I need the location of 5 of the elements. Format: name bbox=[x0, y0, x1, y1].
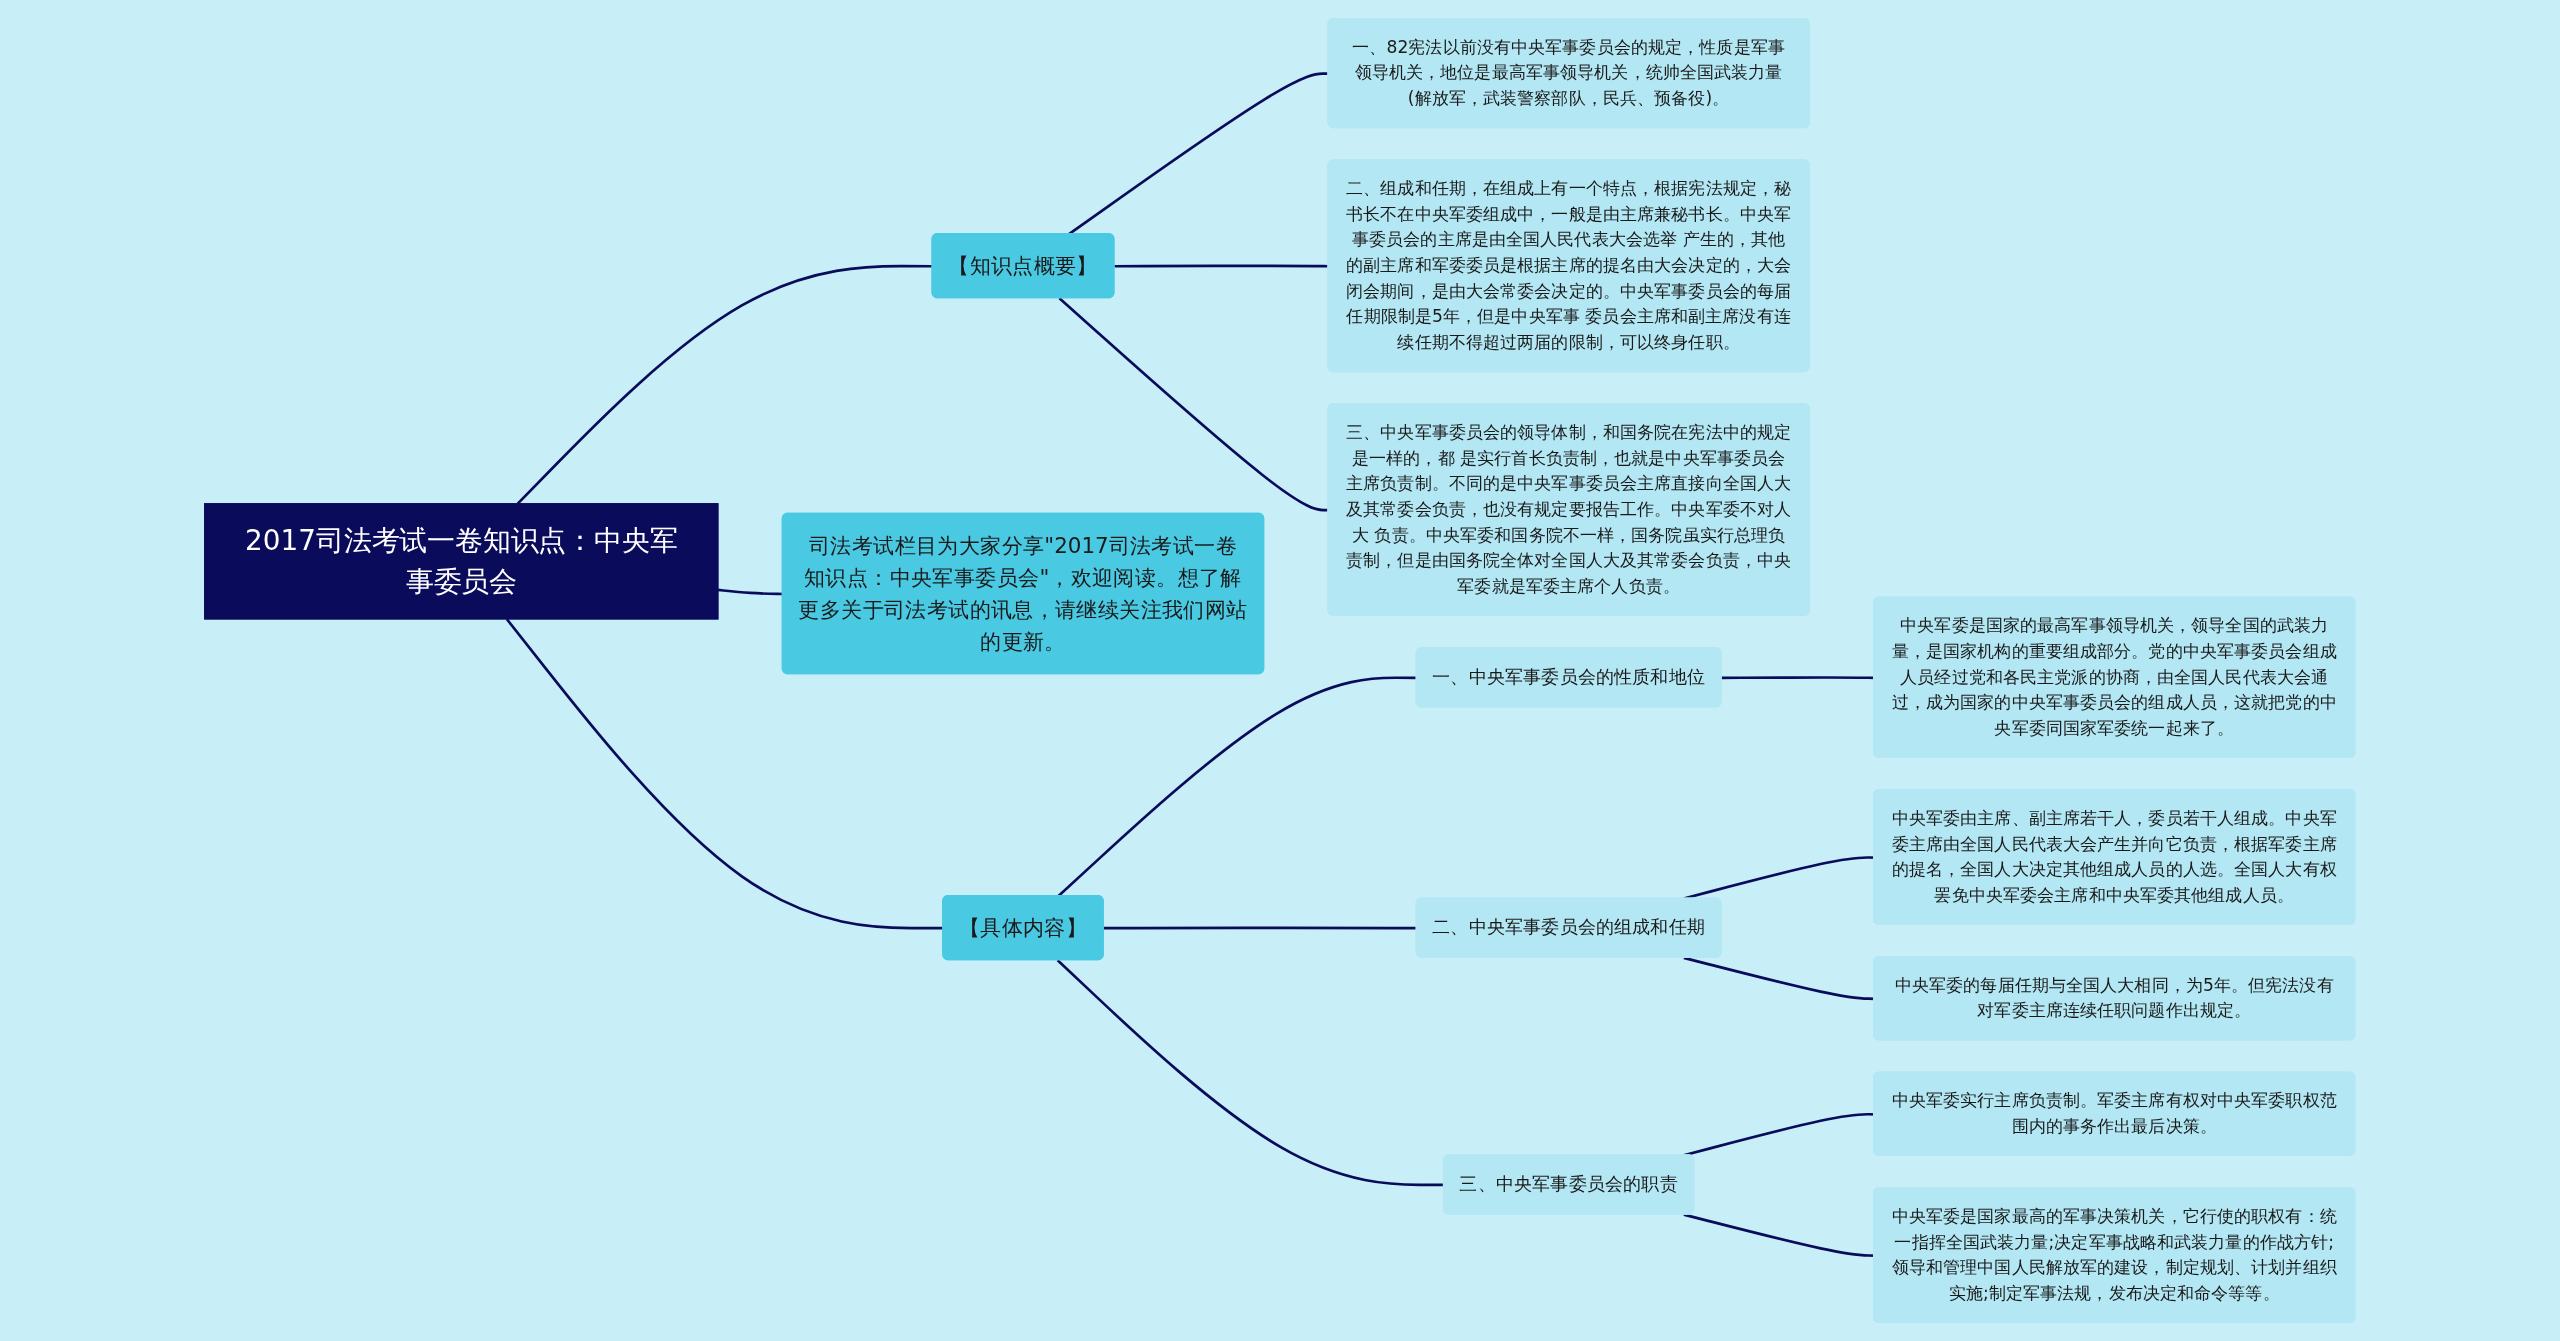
connector bbox=[1114, 264, 1329, 268]
node-box: 2017司法考试一卷知识点：中央军事委员会 bbox=[204, 503, 719, 620]
connector bbox=[1058, 297, 1329, 512]
connector bbox=[517, 264, 933, 505]
connector bbox=[1104, 926, 1417, 930]
